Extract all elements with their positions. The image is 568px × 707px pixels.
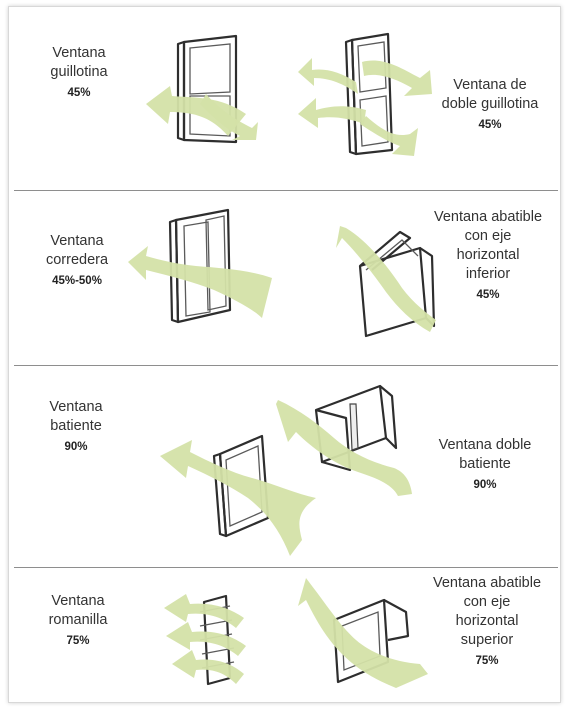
guillotina-label: Ventana guillotina 45% [36,44,122,103]
window-name: Ventana batiente [49,399,103,434]
ventilation-percent: 90% [473,479,497,491]
corredera-label: Ventana corredera 45%-50% [32,232,122,291]
doble-batiente-illustration [276,384,412,496]
batiente-illustration [160,434,316,556]
row-divider [14,567,558,568]
ventilation-percent: 45% [478,119,502,131]
ventilation-percent: 45% [67,87,91,99]
window-name: Ventana abatible con eje horizontal supe… [432,575,542,648]
abatible-inferior-label: Ventana abatible con eje horizontal infe… [420,208,556,305]
ventilation-percent: 90% [64,441,88,453]
abatible-inferior-illustration [336,226,436,338]
window-name: Ventana de doble guillotina [441,77,539,112]
figure-frame [8,6,561,703]
row-divider [14,190,558,191]
window-name: Ventana abatible con eje horizontal infe… [433,209,543,282]
corredera-illustration [128,208,272,324]
row-divider [14,365,558,366]
doble-guillotina-illustration [298,32,432,156]
romanilla-label: Ventana romanilla 75% [36,592,120,651]
window-name: Ventana romanilla [48,593,108,628]
ventilation-percent: 75% [475,655,499,667]
abatible-superior-label: Ventana abatible con eje horizontal supe… [418,574,556,671]
batiente-label: Ventana batiente 90% [34,398,118,457]
ventilation-percent: 45%-50% [52,275,102,287]
ventilation-percent: 45% [476,289,500,301]
window-name: Ventana doble batiente [438,437,532,472]
guillotina-illustration [146,34,258,144]
doble-batiente-label: Ventana doble batiente 90% [422,436,548,495]
doble-guillotina-label: Ventana de doble guillotina 45% [428,76,552,135]
romanilla-illustration [164,594,246,686]
abatible-superior-illustration [298,578,428,688]
ventilation-percent: 75% [66,635,90,647]
window-name: Ventana corredera [45,233,109,268]
window-name: Ventana guillotina [50,45,108,80]
